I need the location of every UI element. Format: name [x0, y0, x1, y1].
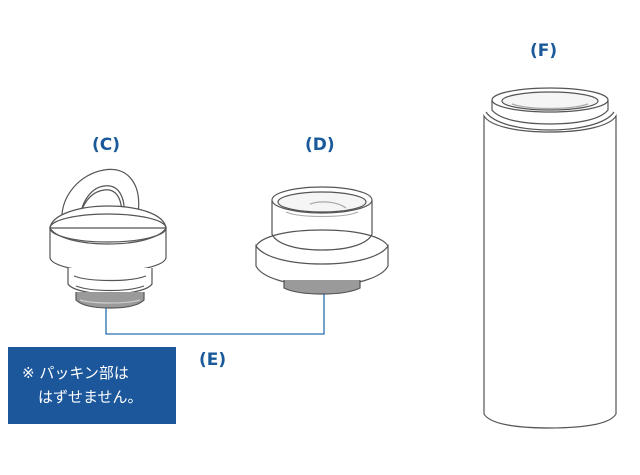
part-label-c: (C) [92, 135, 121, 155]
lid-body [49, 225, 167, 273]
part-label-e: (E) [199, 350, 227, 370]
note-line-1: ※ パッキン部は [22, 364, 129, 382]
gasket-connector-line [105, 294, 325, 335]
bottle-body-illustration [483, 87, 617, 429]
lid-gasket [75, 292, 145, 309]
note-line-2: はずせません。 [38, 388, 143, 406]
lid-top [49, 205, 167, 229]
part-label-d: (D) [305, 135, 335, 155]
collar-gasket [283, 280, 361, 295]
lid-cap-illustration [49, 168, 167, 309]
collar-ring-illustration [255, 186, 389, 295]
gasket-note-box: ※ パッキン部は はずせません。 [8, 347, 176, 424]
part-label-f: (F) [530, 41, 558, 61]
bottle-shell [483, 113, 617, 429]
